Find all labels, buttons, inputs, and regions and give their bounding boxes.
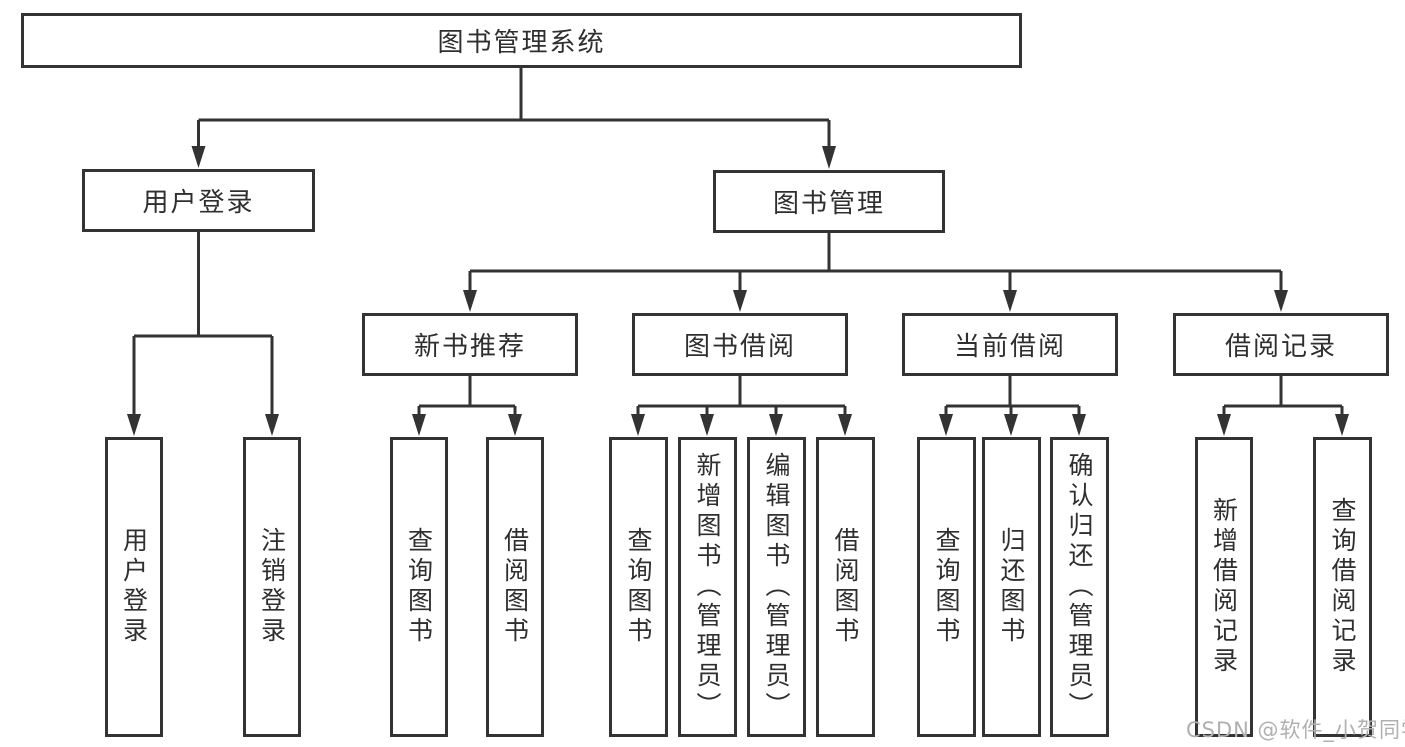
connector-book-borrow-to-leaves <box>636 376 847 418</box>
leaf-add-book-admin: 新增图书（管理员） <box>678 437 737 737</box>
connector-root-to-level2 <box>197 68 831 150</box>
connector-book-management-to-level3 <box>468 233 1283 294</box>
leaf-return-book: 归还图书 <box>982 437 1041 737</box>
leaf-user-login: 用户登录 <box>105 437 163 737</box>
node-current-borrow: 当前借阅 <box>902 313 1118 376</box>
node-user-login: 用户登录 <box>82 169 315 232</box>
connector-user-login-to-leaves <box>132 232 274 418</box>
leaf-query-book-current: 查询图书 <box>917 437 976 737</box>
leaf-logout: 注销登录 <box>243 437 301 737</box>
connector-borrow-records-to-leaves <box>1222 376 1344 418</box>
node-root-library-system: 图书管理系统 <box>21 13 1022 68</box>
csdn-watermark: CSDN @软件_小贺同学 <box>1186 718 1405 742</box>
leaf-borrow-book-recommend: 借阅图书 <box>486 437 544 737</box>
node-book-management: 图书管理 <box>713 170 945 233</box>
leaf-confirm-return-admin: 确认归还（管理员） <box>1050 437 1109 737</box>
connector-new-book-recommend-to-leaves <box>417 376 517 418</box>
node-book-borrow: 图书借阅 <box>632 313 848 376</box>
leaf-add-borrow-record: 新增借阅记录 <box>1195 437 1253 737</box>
leaf-query-borrow-record: 查询借阅记录 <box>1313 437 1372 737</box>
arrowheads <box>127 146 1349 436</box>
leaf-query-book-borrow: 查询图书 <box>609 437 668 737</box>
node-borrow-records: 借阅记录 <box>1173 313 1389 376</box>
node-new-book-recommend: 新书推荐 <box>362 313 578 376</box>
connector-current-borrow-to-leaves <box>944 376 1081 418</box>
leaf-edit-book-admin: 编辑图书（管理员） <box>747 437 806 737</box>
leaf-query-book-recommend: 查询图书 <box>390 437 448 737</box>
leaf-borrow-book: 借阅图书 <box>816 437 875 737</box>
